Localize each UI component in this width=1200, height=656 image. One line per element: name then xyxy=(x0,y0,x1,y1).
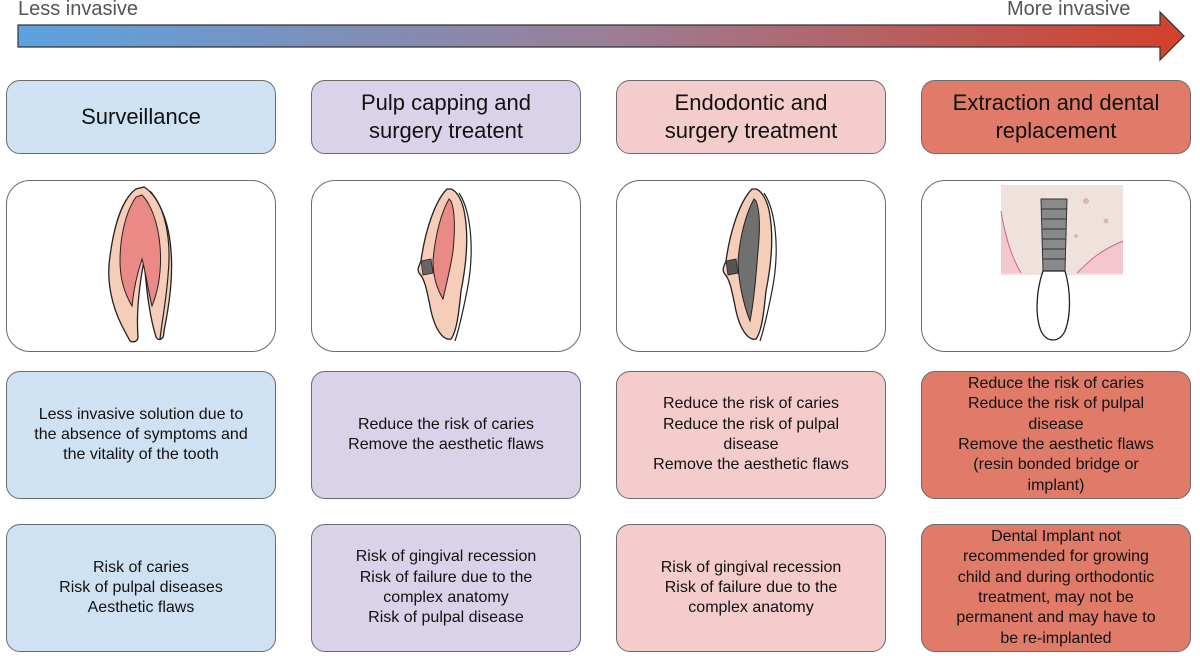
header-extraction-title: Extraction and dental replacement xyxy=(952,90,1160,143)
header-surveillance: Surveillance xyxy=(6,80,276,154)
header-pulp-capping-title: Pulp capping and surgery treatent xyxy=(360,90,532,143)
pulp-capped-tooth-icon xyxy=(417,188,472,342)
invasiveness-arrow xyxy=(17,10,1185,62)
risks-surveillance: Risk of caries Risk of pulpal diseases A… xyxy=(6,524,276,652)
header-surveillance-title: Surveillance xyxy=(81,104,201,129)
benefits-surveillance: Less invasive solution due to the absenc… xyxy=(6,371,276,499)
header-extraction: Extraction and dental replacement xyxy=(921,80,1191,154)
image-box-extraction xyxy=(921,180,1191,352)
image-box-surveillance xyxy=(6,180,276,352)
risks-endodontic: Risk of gingival recession Risk of failu… xyxy=(616,524,886,652)
risks-pulp-capping: Risk of gingival recession Risk of failu… xyxy=(311,524,581,652)
header-pulp-capping: Pulp capping and surgery treatent xyxy=(311,80,581,154)
benefits-extraction: Reduce the risk of caries Reduce the ris… xyxy=(921,371,1191,499)
image-box-pulp-capping xyxy=(311,180,581,352)
more-invasive-label: More invasive xyxy=(1007,0,1131,20)
healthy-tooth-icon xyxy=(108,186,173,343)
benefits-pulp-capping: Reduce the risk of caries Remove the aes… xyxy=(311,371,581,499)
root-canal-tooth-icon xyxy=(722,188,777,342)
benefits-endodontic: Reduce the risk of caries Reduce the ris… xyxy=(616,371,886,499)
dental-implant-icon xyxy=(1000,185,1124,341)
less-invasive-label: Less invasive xyxy=(18,0,139,20)
image-box-endodontic xyxy=(616,180,886,352)
header-endodontic-title: Endodontic and surgery treatment xyxy=(664,90,838,143)
risks-extraction: Dental Implant not recommended for growi… xyxy=(921,524,1191,652)
header-endodontic: Endodontic and surgery treatment xyxy=(616,80,886,154)
